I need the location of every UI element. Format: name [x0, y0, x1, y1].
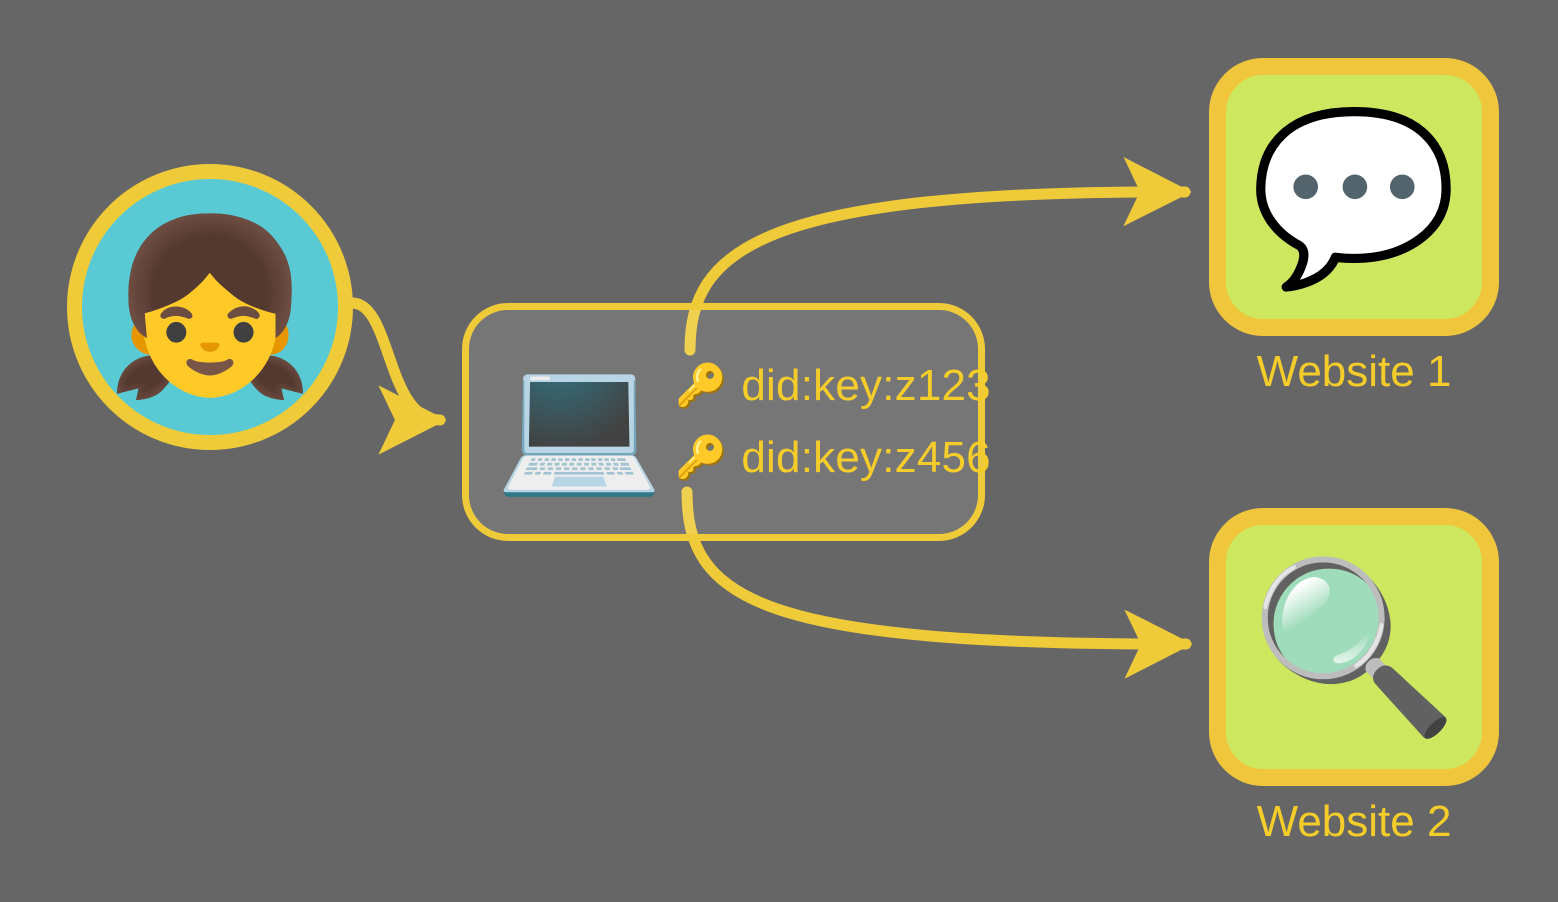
- girl-emoji: 👧: [104, 212, 316, 402]
- laptop-emoji: 💻: [495, 346, 664, 498]
- did-key-label: did:key:z123: [741, 361, 991, 410]
- did-key-row: 🔑 did:key:z456: [675, 436, 991, 480]
- did-key-row: 🔑 did:key:z123: [675, 364, 991, 408]
- website-2-card: 🔍: [1209, 508, 1499, 786]
- website-1-label: Website 1: [1256, 347, 1452, 396]
- speech-balloon-icon: 💬: [1249, 103, 1459, 291]
- user-avatar: 👧: [67, 164, 353, 450]
- website-1-card: 💬: [1209, 58, 1499, 336]
- did-key-label: did:key:z456: [741, 433, 991, 482]
- device-wallet-box: 💻 🔑 did:key:z123 🔑 did:key:z456: [462, 303, 991, 541]
- connector-user-to-device: [346, 297, 447, 455]
- did-key-list: 🔑 did:key:z123 🔑 did:key:z456: [675, 364, 991, 480]
- magnifying-glass-icon: 🔍: [1249, 553, 1459, 741]
- key-icon: 🔑: [675, 362, 728, 409]
- website-2-label: Website 2: [1256, 797, 1452, 846]
- key-icon: 🔑: [675, 434, 728, 481]
